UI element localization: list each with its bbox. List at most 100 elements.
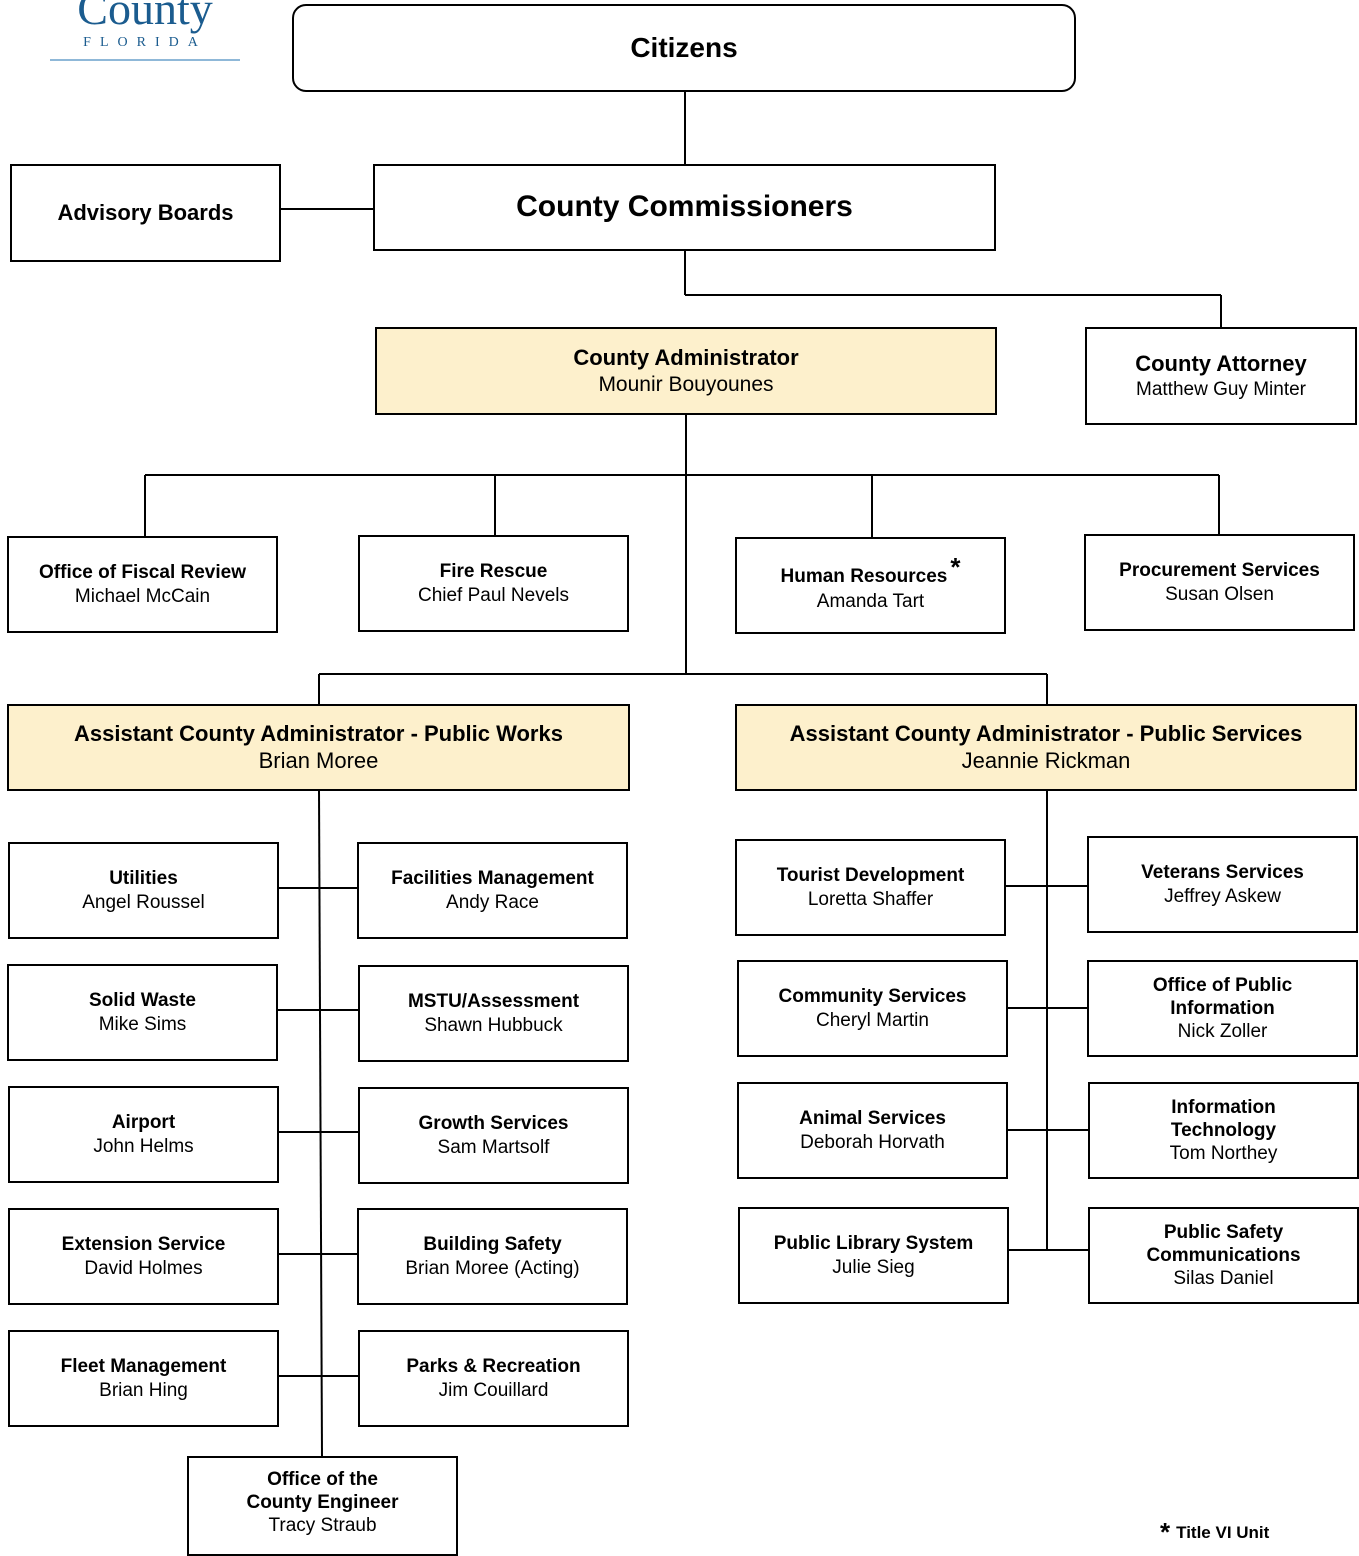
box-title: Community Services: [778, 986, 967, 1008]
box-title-line-1: Information: [1171, 1096, 1276, 1118]
building-safety-box: Building Safety Brian Moree (Acting): [357, 1208, 628, 1305]
fire-rescue-box: Fire Rescue Chief Paul Nevels: [358, 535, 629, 632]
logo-state: FLORIDA: [83, 35, 207, 50]
procurement-services-box: Procurement Services Susan Olsen: [1084, 534, 1355, 631]
advisory-boards-label: Advisory Boards: [57, 199, 234, 225]
box-name: Susan Olsen: [1165, 583, 1274, 605]
box-title: Utilities: [109, 868, 178, 890]
box-name: Andy Race: [446, 891, 539, 913]
box-name: David Holmes: [84, 1257, 203, 1279]
box-title-line-1: Office of the: [267, 1469, 378, 1490]
box-name: Jeffrey Askew: [1164, 885, 1281, 907]
information-technology-box: Information Technology Tom Northey: [1088, 1082, 1359, 1179]
box-title: Building Safety: [423, 1234, 562, 1256]
box-title: Human Resources*: [780, 552, 961, 590]
box-title: Extension Service: [61, 1234, 226, 1256]
county-attorney-name: Matthew Guy Minter: [1136, 378, 1306, 400]
box-title-line-2: County Engineer: [246, 1492, 399, 1514]
public-safety-communications-box: Public Safety Communications Silas Danie…: [1088, 1207, 1359, 1304]
assistant-administrator-public-works-box: Assistant County Administrator - Public …: [7, 704, 630, 791]
county-commissioners-label: County Commissioners: [516, 190, 853, 224]
box-title: Veterans Services: [1141, 862, 1304, 884]
advisory-boards-box: Advisory Boards: [10, 164, 281, 262]
footnote-text: Title VI Unit: [1176, 1523, 1270, 1542]
county-engineer-box: Office of the County Engineer Tracy Stra…: [187, 1456, 458, 1556]
box-title: Solid Waste: [89, 990, 196, 1012]
assistant-administrator-public-services-box: Assistant County Administrator - Public …: [735, 704, 1357, 791]
box-title: Procurement Services: [1119, 560, 1320, 582]
fleet-management-box: Fleet Management Brian Hing: [8, 1330, 279, 1427]
box-name: Loretta Shaffer: [807, 888, 934, 910]
human-resources-box: Human Resources* Amanda Tart: [735, 537, 1006, 634]
county-attorney-title: County Attorney: [1135, 351, 1307, 376]
box-name: Julie Sieg: [832, 1256, 915, 1278]
title-vi-footnote: * Title VI Unit: [1160, 1514, 1270, 1547]
box-name: Deborah Horvath: [800, 1131, 945, 1153]
county-commissioners-box: County Commissioners: [373, 164, 996, 251]
county-administrator-title: County Administrator: [573, 344, 799, 370]
box-name: Brian Moree (Acting): [405, 1257, 580, 1279]
tourist-development-box: Tourist Development Loretta Shaffer: [735, 839, 1006, 936]
community-services-box: Community Services Cheryl Martin: [737, 960, 1008, 1057]
solid-waste-box: Solid Waste Mike Sims: [7, 964, 278, 1061]
box-name: Michael McCain: [74, 585, 211, 607]
box-title: MSTU/Assessment: [407, 991, 580, 1013]
box-title: Fleet Management: [60, 1356, 227, 1378]
office-of-fiscal-review-box: Office of Fiscal Review Michael McCain: [7, 536, 278, 633]
airport-box: Airport John Helms: [8, 1086, 279, 1183]
citizens-label: Citizens: [630, 31, 738, 63]
box-title-line-1: Public Safety: [1163, 1221, 1284, 1243]
box-title: Parks & Recreation: [406, 1356, 581, 1378]
footnote-marker: *: [1160, 1517, 1171, 1547]
county-attorney-box: County Attorney Matthew Guy Minter: [1085, 327, 1357, 425]
office-of-public-information-box: Office of Public Information Nick Zoller: [1087, 960, 1358, 1057]
logo-wordmark: County: [77, 0, 213, 34]
animal-services-box: Animal Services Deborah Horvath: [737, 1082, 1008, 1179]
box-name: Nick Zoller: [1177, 1021, 1268, 1043]
citizens-box: Citizens: [292, 4, 1076, 92]
box-name: Chief Paul Nevels: [417, 584, 570, 606]
growth-services-box: Growth Services Sam Martsolf: [358, 1087, 629, 1184]
logo-rule: [50, 59, 240, 61]
box-title: Public Library System: [773, 1233, 974, 1255]
extension-service-box: Extension Service David Holmes: [8, 1208, 279, 1305]
box-title: Growth Services: [418, 1113, 569, 1135]
facilities-management-box: Facilities Management Andy Race: [357, 842, 628, 939]
box-title-line-2: Communications: [1146, 1244, 1301, 1266]
box-name: Angel Roussel: [82, 891, 205, 913]
public-works-head-name: Brian Moree: [258, 747, 379, 773]
box-name: Tracy Straub: [268, 1515, 377, 1537]
public-works-head-title: Assistant County Administrator - Public …: [74, 720, 563, 746]
county-administrator-name: Mounir Bouyounes: [598, 372, 774, 396]
box-name: Tom Northey: [1169, 1143, 1278, 1165]
box-title: Animal Services: [799, 1108, 946, 1130]
box-name: Mike Sims: [98, 1013, 187, 1035]
box-name: Cheryl Martin: [816, 1009, 929, 1031]
box-title-line-2: Technology: [1170, 1119, 1277, 1141]
box-name: Sam Martsolf: [437, 1136, 550, 1158]
human-resources-title: Human Resources: [780, 566, 948, 588]
public-services-head-name: Jeannie Rickman: [961, 747, 1131, 773]
box-title: Tourist Development: [776, 865, 965, 887]
box-title-line-1: Office of Public: [1152, 974, 1293, 996]
box-name: Brian Hing: [99, 1379, 188, 1401]
public-library-system-box: Public Library System Julie Sieg: [738, 1207, 1009, 1304]
veterans-services-box: Veterans Services Jeffrey Askew: [1087, 836, 1358, 933]
county-logo: County FLORIDA: [50, 0, 240, 61]
line-public-works-trunk: [318, 790, 323, 1458]
box-title: Office of Fiscal Review: [39, 562, 246, 584]
box-title: Facilities Management: [391, 868, 594, 890]
box-title: Fire Rescue: [439, 561, 548, 583]
box-name: Jim Couillard: [438, 1379, 549, 1401]
county-administrator-box: County Administrator Mounir Bouyounes: [375, 327, 997, 415]
box-name: Amanda Tart: [816, 590, 925, 612]
title-vi-marker: *: [950, 552, 961, 583]
box-name: John Helms: [93, 1135, 194, 1157]
public-services-head-title: Assistant County Administrator - Public …: [789, 720, 1303, 746]
parks-recreation-box: Parks & Recreation Jim Couillard: [358, 1330, 629, 1427]
box-title-line-2: Information: [1170, 997, 1275, 1019]
mstu-assessment-box: MSTU/Assessment Shawn Hubbuck: [358, 965, 629, 1062]
box-name: Shawn Hubbuck: [424, 1014, 563, 1036]
box-title: Airport: [111, 1112, 176, 1134]
utilities-box: Utilities Angel Roussel: [8, 842, 279, 939]
